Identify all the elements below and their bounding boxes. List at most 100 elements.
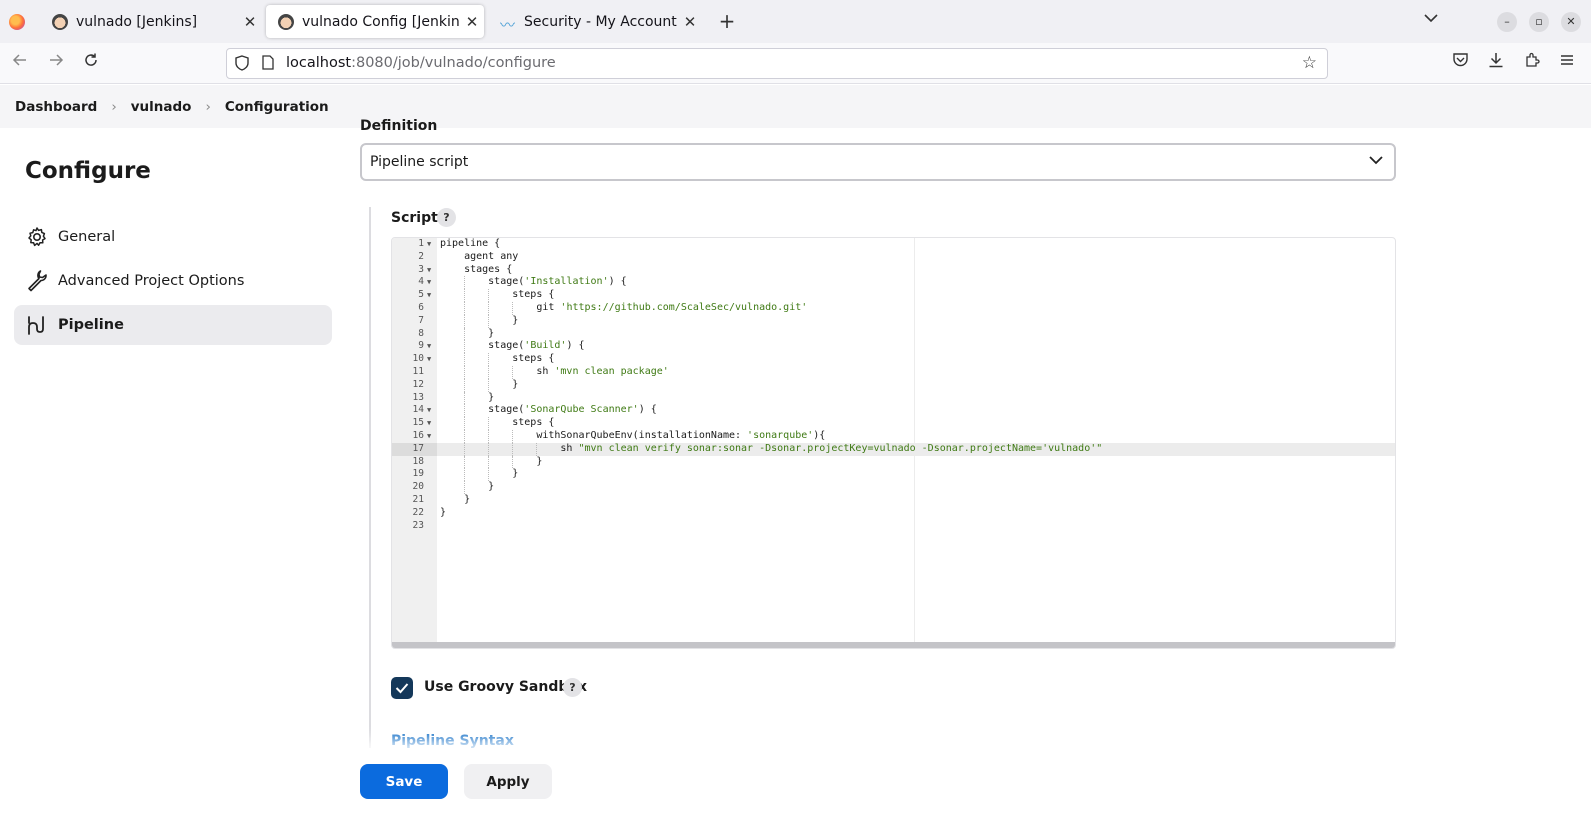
- save-button[interactable]: Save: [360, 764, 448, 799]
- maximize-icon[interactable]: ▫: [1529, 12, 1549, 32]
- code-text: steps {: [440, 289, 555, 301]
- code-line[interactable]: 16▼ withSonarQubeEnv(installationName: '…: [392, 429, 1395, 443]
- sidebar-item-pipeline[interactable]: Pipeline: [14, 305, 332, 345]
- groovy-sandbox-checkbox[interactable]: [391, 677, 413, 699]
- indent-guide: [536, 442, 538, 456]
- code-line[interactable]: 22}: [392, 507, 1395, 520]
- indent-guide: [488, 365, 490, 379]
- fold-arrow-icon[interactable]: ▼: [427, 291, 432, 300]
- fold-arrow-icon[interactable]: ▼: [427, 419, 432, 428]
- fold-arrow-icon[interactable]: ▼: [427, 342, 432, 351]
- fold-arrow-icon[interactable]: ▼: [427, 265, 432, 274]
- fold-arrow-icon[interactable]: ▼: [427, 355, 432, 364]
- code-line[interactable]: 15▼ steps {: [392, 417, 1395, 430]
- indent-guide: [464, 289, 466, 302]
- code-line[interactable]: 7 }: [392, 314, 1395, 328]
- code-line[interactable]: 8 }: [392, 327, 1395, 341]
- code-line[interactable]: 10▼ steps {: [392, 353, 1395, 366]
- code-line[interactable]: 6 git 'https://github.com/ScaleSec/vulna…: [392, 301, 1395, 315]
- shield-icon[interactable]: [235, 55, 249, 75]
- indent-guide: [464, 455, 466, 469]
- indent-guide: [464, 378, 466, 392]
- code-line[interactable]: 18 }: [392, 455, 1395, 469]
- code-line[interactable]: 1▼pipeline {: [392, 238, 1395, 251]
- line-number: 12: [412, 378, 424, 390]
- line-number: 18: [412, 455, 424, 467]
- reload-icon[interactable]: [83, 52, 99, 73]
- minimize-icon[interactable]: –: [1497, 12, 1517, 32]
- fold-arrow-icon[interactable]: ▼: [427, 240, 432, 248]
- code-line[interactable]: 9▼ stage('Build') {: [392, 340, 1395, 354]
- code-line[interactable]: 3▼ stages {: [392, 264, 1395, 277]
- code-line[interactable]: 14▼ stage('SonarQube Scanner') {: [392, 404, 1395, 418]
- breadcrumb-separator-icon: ›: [205, 98, 211, 115]
- line-number: 16: [412, 429, 424, 441]
- code-text: }: [440, 506, 447, 518]
- indent-guide: [464, 276, 466, 290]
- code-line[interactable]: 11 sh 'mvn clean package': [392, 365, 1395, 379]
- url-text[interactable]: localhost:8080/job/vulnado/configure: [286, 55, 556, 71]
- code-text: withSonarQubeEnv(installationName: 'sona…: [440, 429, 826, 441]
- apply-button[interactable]: Apply: [464, 764, 552, 799]
- code-text: }: [440, 455, 543, 467]
- sidebar-item-general[interactable]: General: [14, 217, 332, 257]
- downloads-icon[interactable]: [1488, 52, 1504, 72]
- pocket-icon[interactable]: [1452, 52, 1469, 72]
- list-tabs-chevron-icon[interactable]: [1424, 12, 1438, 27]
- sidebar-item-advanced-project-options[interactable]: Advanced Project Options: [14, 261, 332, 301]
- browser-tab-config[interactable]: vulnado Config [Jenkins] ✕: [266, 5, 484, 38]
- fold-arrow-icon[interactable]: ▼: [427, 406, 432, 415]
- bookmark-star-icon[interactable]: ☆: [1301, 53, 1317, 73]
- breadcrumb-configuration[interactable]: Configuration: [224, 98, 329, 115]
- code-line[interactable]: 2 agent any: [392, 251, 1395, 264]
- breadcrumb: Dashboard › vulnado › Configuration: [0, 85, 1591, 128]
- code-text: git 'https://github.com/ScaleSec/vulnado…: [440, 301, 808, 313]
- horizontal-scrollbar[interactable]: [392, 642, 1395, 648]
- code-line[interactable]: 12 }: [392, 378, 1395, 392]
- forward-arrow-icon[interactable]: [48, 52, 64, 73]
- breadcrumb-vulnado[interactable]: vulnado: [130, 98, 192, 115]
- code-line[interactable]: 17 sh "mvn clean verify sonar:sonar -Dso…: [392, 442, 1395, 456]
- indent-guide: [464, 404, 466, 418]
- browser-tab-vulnado[interactable]: vulnado [Jenkins] ✕: [40, 5, 262, 38]
- new-tab-plus-icon[interactable]: +: [718, 9, 736, 33]
- fold-arrow-icon[interactable]: ▼: [427, 278, 432, 287]
- browser-tab-sonarqube[interactable]: 〰 Security - My Account - Sc ✕: [488, 5, 702, 38]
- pipeline-icon: [26, 314, 48, 336]
- code-line[interactable]: 19 }: [392, 468, 1395, 482]
- fold-arrow-icon[interactable]: ▼: [427, 431, 432, 440]
- code-line[interactable]: 23: [392, 520, 1395, 533]
- extensions-icon[interactable]: [1524, 52, 1540, 72]
- indent-guide: [512, 301, 514, 315]
- sidebar-item-label: Pipeline: [58, 317, 124, 333]
- menu-icon[interactable]: [1560, 52, 1574, 71]
- close-tab-icon[interactable]: ✕: [683, 12, 697, 31]
- firefox-logo-icon[interactable]: [9, 14, 25, 30]
- code-line[interactable]: 21 }: [392, 494, 1395, 507]
- page-icon[interactable]: [262, 55, 274, 74]
- code-text: stages {: [440, 263, 513, 275]
- sandbox-help-icon[interactable]: ?: [563, 678, 582, 697]
- code-line[interactable]: 5▼ steps {: [392, 289, 1395, 302]
- code-text: }: [440, 391, 495, 403]
- definition-select[interactable]: Pipeline script: [360, 143, 1396, 181]
- pipeline-syntax-link[interactable]: Pipeline Syntax: [391, 733, 514, 749]
- indent-guide: [464, 327, 466, 341]
- breadcrumb-dashboard[interactable]: Dashboard: [15, 98, 98, 115]
- code-line[interactable]: 13 }: [392, 391, 1395, 405]
- groovy-sandbox-label[interactable]: Use Groovy Sandbox: [424, 679, 588, 695]
- close-tab-icon[interactable]: ✕: [465, 12, 479, 31]
- code-line[interactable]: 20 }: [392, 481, 1395, 494]
- code-line[interactable]: 4▼ stage('Installation') {: [392, 276, 1395, 290]
- back-arrow-icon[interactable]: [12, 52, 28, 73]
- close-tab-icon[interactable]: ✕: [243, 12, 257, 31]
- script-help-icon[interactable]: ?: [437, 208, 456, 227]
- wrench-icon: [26, 270, 48, 292]
- indent-guide: [512, 442, 514, 456]
- close-window-icon[interactable]: ✕: [1561, 12, 1581, 32]
- url-bar[interactable]: localhost:8080/job/vulnado/configure ☆: [226, 48, 1328, 79]
- line-number: 5: [418, 289, 424, 301]
- script-label: Script: [391, 210, 438, 226]
